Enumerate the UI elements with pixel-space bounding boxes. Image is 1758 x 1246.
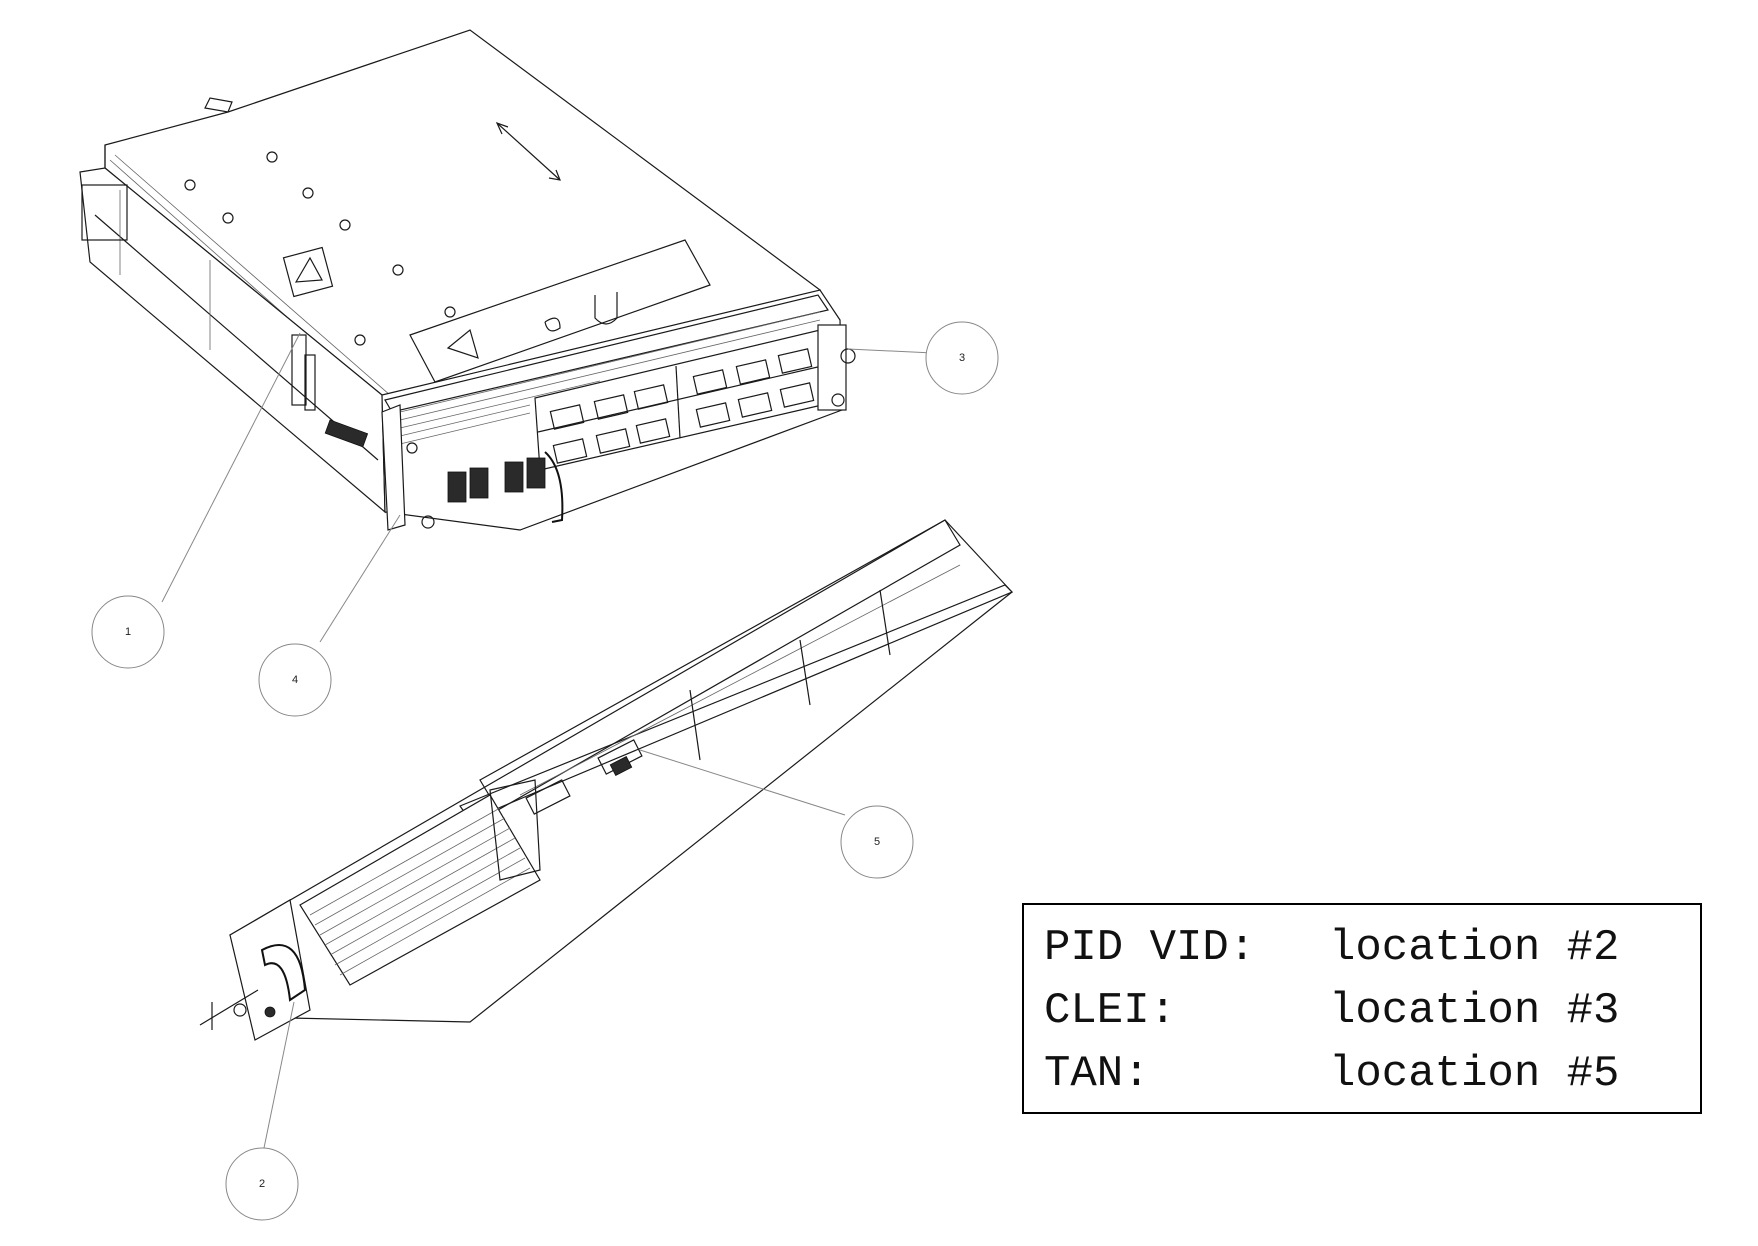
module-side-view	[199, 519, 1014, 1041]
legend-value: location #5	[1329, 1049, 1620, 1099]
legend-row-pid-vid: PID VID: location #2	[1044, 917, 1700, 980]
legend-value: location #3	[1329, 986, 1620, 1036]
leader-lines	[161, 332, 934, 1149]
callout-4: 4	[258, 643, 332, 717]
callout-5: 5	[840, 805, 914, 879]
legend-row-clei: CLEI: location #3	[1044, 980, 1700, 1043]
legend-value: location #2	[1329, 923, 1620, 973]
callout-4-label: 4	[292, 674, 298, 686]
callout-2-label: 2	[259, 1178, 265, 1190]
legend-row-tan: TAN: location #5	[1044, 1043, 1700, 1106]
callout-5-label: 5	[874, 836, 880, 848]
legend-key: CLEI:	[1044, 986, 1177, 1036]
legend-key: PID VID:	[1044, 923, 1256, 973]
callout-1-label: 1	[125, 626, 131, 638]
callout-3-label: 3	[959, 352, 965, 364]
label-location-legend: PID VID: location #2 CLEI: location #3 T…	[1022, 903, 1702, 1114]
callout-3: 3	[925, 321, 999, 395]
legend-key: TAN:	[1044, 1049, 1150, 1099]
module-top-view	[79, 29, 856, 531]
callout-1: 1	[91, 595, 165, 669]
callout-2: 2	[225, 1147, 299, 1221]
